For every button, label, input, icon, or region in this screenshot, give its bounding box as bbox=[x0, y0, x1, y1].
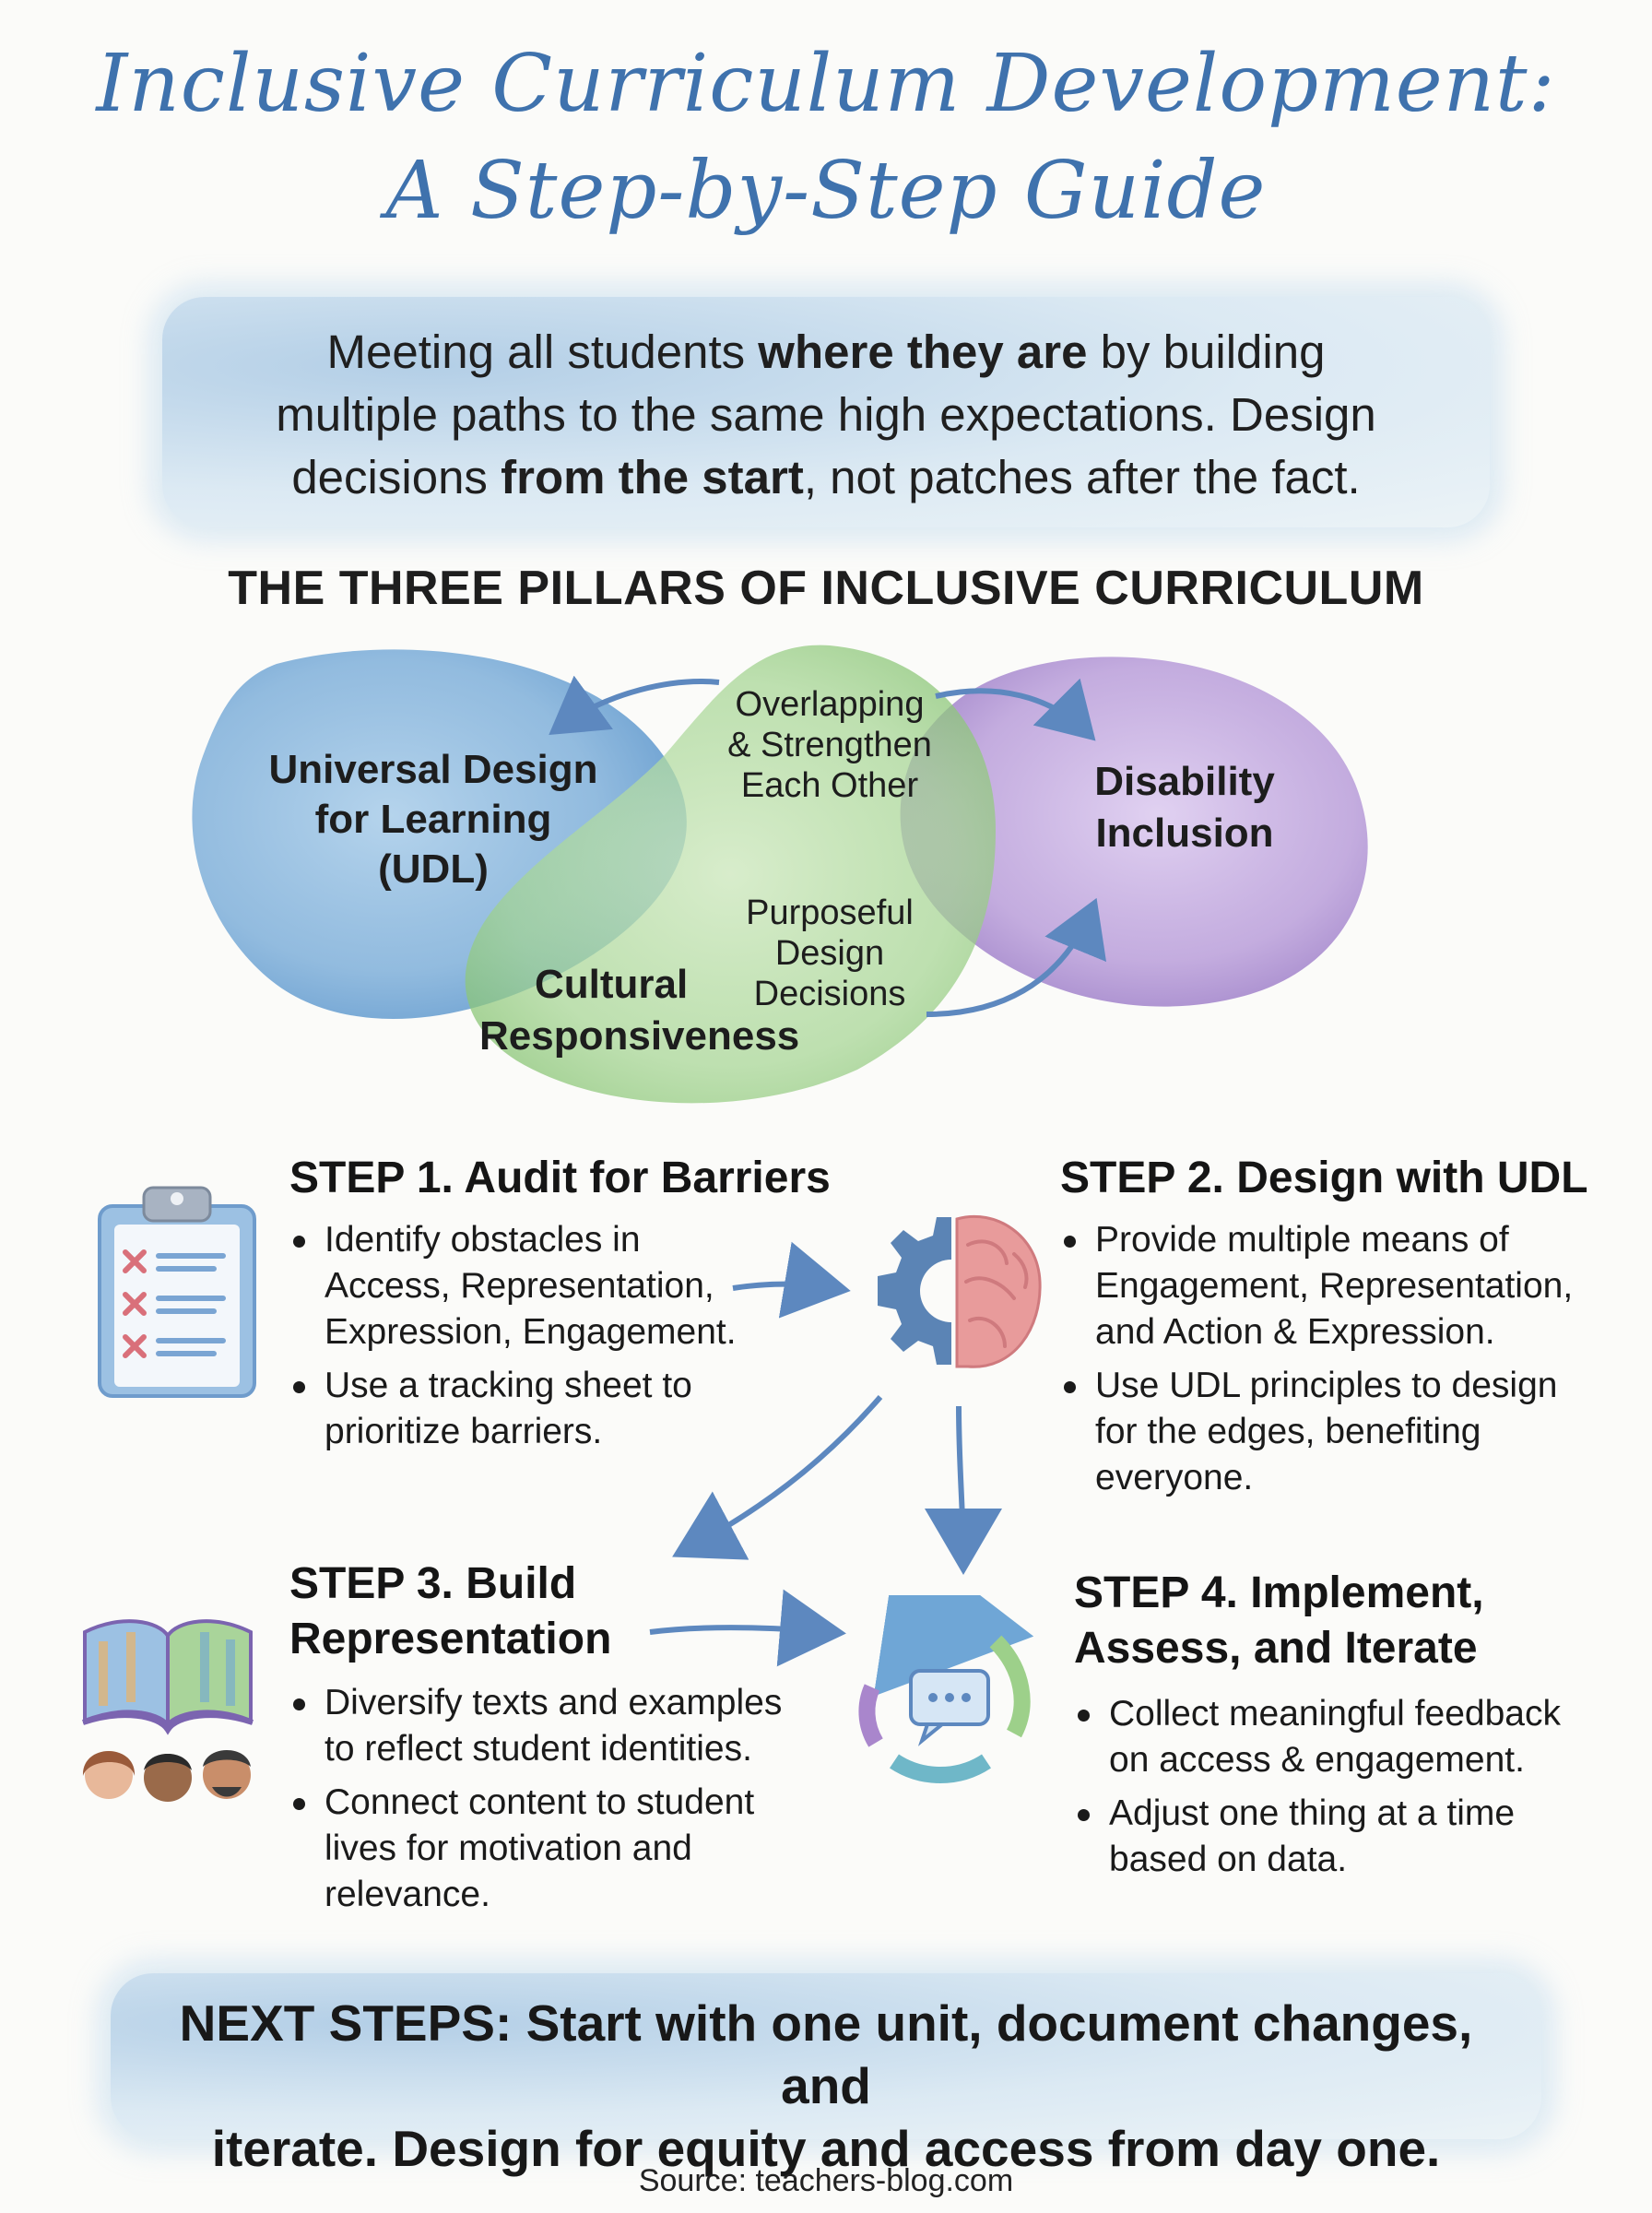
bullet-line: everyone. bbox=[1095, 1458, 1254, 1497]
bullet-line: Provide multiple means of bbox=[1095, 1220, 1509, 1260]
arrow-step3-to-step4 bbox=[649, 1589, 846, 1667]
arrow-step1-to-step2 bbox=[732, 1241, 851, 1319]
bullet-line: based on data. bbox=[1109, 1840, 1348, 1879]
bullet-line: on access & engagement. bbox=[1109, 1740, 1525, 1780]
purpose-note-line: Purposeful bbox=[746, 893, 914, 932]
purpose-note-line: Decisions bbox=[753, 975, 906, 1013]
step-3-bullets: Diversify texts and examples to reflect … bbox=[289, 1680, 843, 1918]
source-credit: Source: teachers-blog.com bbox=[638, 2163, 1014, 2198]
title-line-2: A Step-by-Step Guide bbox=[385, 145, 1267, 237]
intro-line-2: multiple paths to the same high expectat… bbox=[276, 388, 1376, 441]
title-line-1: Inclusive Curriculum Development: bbox=[96, 38, 1556, 130]
bullet-line: and Action & Expression. bbox=[1095, 1312, 1495, 1352]
step-3-title: STEP 3. Build Representation bbox=[289, 1556, 843, 1667]
bullet-line: Expression, Engagement. bbox=[324, 1312, 737, 1352]
step-4-title: STEP 4. Implement, Assess, and Iterate bbox=[1074, 1566, 1636, 1676]
udl-label: Universal Design for Learning (UDL) bbox=[249, 745, 618, 894]
cultural-label-line: Cultural bbox=[535, 962, 689, 1007]
overlap-arrow-right bbox=[935, 678, 1096, 741]
intro-text-part: decisions bbox=[291, 451, 502, 503]
bullet-line: Identify obstacles in bbox=[324, 1220, 641, 1260]
pillars-heading: THE THREE PILLARS OF INCLUSIVE CURRICULU… bbox=[228, 562, 1424, 615]
purpose-arrow bbox=[926, 897, 1106, 1017]
step-flow-arrows bbox=[649, 1241, 1002, 1667]
cycle-chat-icon bbox=[858, 1595, 1034, 1783]
udl-label-line: Universal Design bbox=[268, 747, 598, 792]
step-1-title: STEP 1. Audit for Barriers bbox=[289, 1154, 831, 1202]
bullet-line: lives for motivation and bbox=[324, 1828, 692, 1868]
bullet-line: for the edges, benefiting bbox=[1095, 1412, 1481, 1451]
bullet-line: Access, Representation, bbox=[324, 1266, 714, 1306]
list-item: Identify obstacles in Access, Representa… bbox=[289, 1217, 843, 1355]
next-steps-wash bbox=[111, 1973, 1541, 2139]
disability-label-line: Disability bbox=[1094, 759, 1275, 804]
cultural-label: Cultural Responsiveness bbox=[479, 959, 848, 1062]
bullet-line: Engagement, Representation, bbox=[1095, 1266, 1574, 1306]
step-3: STEP 3. Build Representation Diversify t… bbox=[289, 1556, 843, 1925]
intro-line-1: Meeting all students where they are by b… bbox=[175, 321, 1477, 384]
list-item: Use UDL principles to design for the edg… bbox=[1060, 1363, 1632, 1501]
cultural-blob bbox=[465, 645, 996, 1104]
step-4-bullets: Collect meaningful feedback on access & … bbox=[1074, 1691, 1636, 1883]
overlap-arrow-left bbox=[549, 675, 720, 736]
bullet-line: Collect meaningful feedback bbox=[1109, 1694, 1561, 1734]
bullet-line: Diversify texts and examples bbox=[324, 1683, 783, 1722]
step-4: STEP 4. Implement, Assess, and Iterate C… bbox=[1074, 1566, 1636, 1890]
page-title: Inclusive Curriculum Development: A Step… bbox=[0, 44, 1652, 243]
udl-label-line: (UDL) bbox=[378, 846, 489, 892]
purpose-note-line: Design bbox=[774, 934, 885, 973]
intro-wash bbox=[162, 297, 1490, 527]
list-item: Provide multiple means of Engagement, Re… bbox=[1060, 1217, 1632, 1355]
open-book-people-icon bbox=[82, 1619, 254, 1802]
overlap-note-line: Each Other bbox=[740, 766, 919, 805]
disability-label: Disability Inclusion bbox=[1032, 756, 1337, 859]
step-1: STEP 1. Audit for Barriers Identify obst… bbox=[289, 1151, 843, 1462]
intro-emphasis: where they are bbox=[758, 325, 1088, 378]
clipboard-checklist-icon bbox=[98, 1186, 256, 1398]
bullet-line: Use a tracking sheet to bbox=[324, 1366, 692, 1405]
disability-blob bbox=[900, 657, 1368, 1007]
bullet-line: Adjust one thing at a time bbox=[1109, 1793, 1516, 1833]
intro-text-part: by building bbox=[1087, 325, 1326, 378]
gear-brain-icon bbox=[878, 1214, 1042, 1368]
step-4-title-line: Assess, and Iterate bbox=[1074, 1624, 1478, 1673]
list-item: Adjust one thing at a time based on data… bbox=[1074, 1791, 1636, 1883]
intro-text: Meeting all students where they are by b… bbox=[175, 321, 1477, 509]
intro-emphasis: from the start bbox=[501, 451, 804, 503]
step-4-title-line: STEP 4. Implement, bbox=[1074, 1568, 1484, 1617]
step-2: STEP 2. Design with UDL Provide multiple… bbox=[1060, 1151, 1632, 1509]
step-3-title-line: Representation bbox=[289, 1615, 612, 1663]
list-item: Diversify texts and examples to reflect … bbox=[289, 1680, 843, 1772]
next-steps-line: NEXT STEPS: Start with one unit, documen… bbox=[179, 1994, 1473, 2114]
overlap-note-line: & Strengthen bbox=[727, 726, 932, 764]
bullet-line: relevance. bbox=[324, 1875, 490, 1914]
step-3-title-line: STEP 3. Build bbox=[289, 1559, 577, 1608]
step-2-bullets: Provide multiple means of Engagement, Re… bbox=[1060, 1217, 1632, 1501]
udl-label-line: for Learning bbox=[314, 797, 552, 842]
next-steps-line: iterate. Design for equity and access fr… bbox=[211, 2120, 1441, 2177]
list-item: Collect meaningful feedback on access & … bbox=[1074, 1691, 1636, 1783]
next-steps: NEXT STEPS: Start with one unit, documen… bbox=[138, 1992, 1514, 2180]
step-2-title: STEP 2. Design with UDL bbox=[1060, 1154, 1588, 1202]
bullet-line: Connect content to student bbox=[324, 1782, 755, 1822]
overlap-note: Overlapping & Strengthen Each Other bbox=[682, 684, 977, 806]
step-1-bullets: Identify obstacles in Access, Representa… bbox=[289, 1217, 843, 1455]
arrow-step2-to-step3 bbox=[672, 1395, 883, 1560]
bullet-line: prioritize barriers. bbox=[324, 1412, 603, 1451]
cultural-label-line: Responsiveness bbox=[479, 1013, 800, 1059]
intro-text-part: , not patches after the fact. bbox=[803, 451, 1361, 503]
pillars-venn-diagram bbox=[192, 645, 1368, 1104]
intro-text-part: Meeting all students bbox=[326, 325, 759, 378]
arrow-step2-to-step4 bbox=[924, 1405, 1002, 1575]
disability-label-line: Inclusion bbox=[1095, 811, 1274, 856]
list-item: Use a tracking sheet to prioritize barri… bbox=[289, 1363, 843, 1455]
overlap-note-line: Overlapping bbox=[735, 685, 925, 724]
intro-line-3: decisions from the start, not patches af… bbox=[175, 446, 1477, 509]
bullet-line: to reflect student identities. bbox=[324, 1729, 752, 1769]
purpose-note: Purposeful Design Decisions bbox=[710, 893, 950, 1014]
list-item: Connect content to student lives for mot… bbox=[289, 1780, 843, 1918]
bullet-line: Use UDL principles to design bbox=[1095, 1366, 1558, 1405]
